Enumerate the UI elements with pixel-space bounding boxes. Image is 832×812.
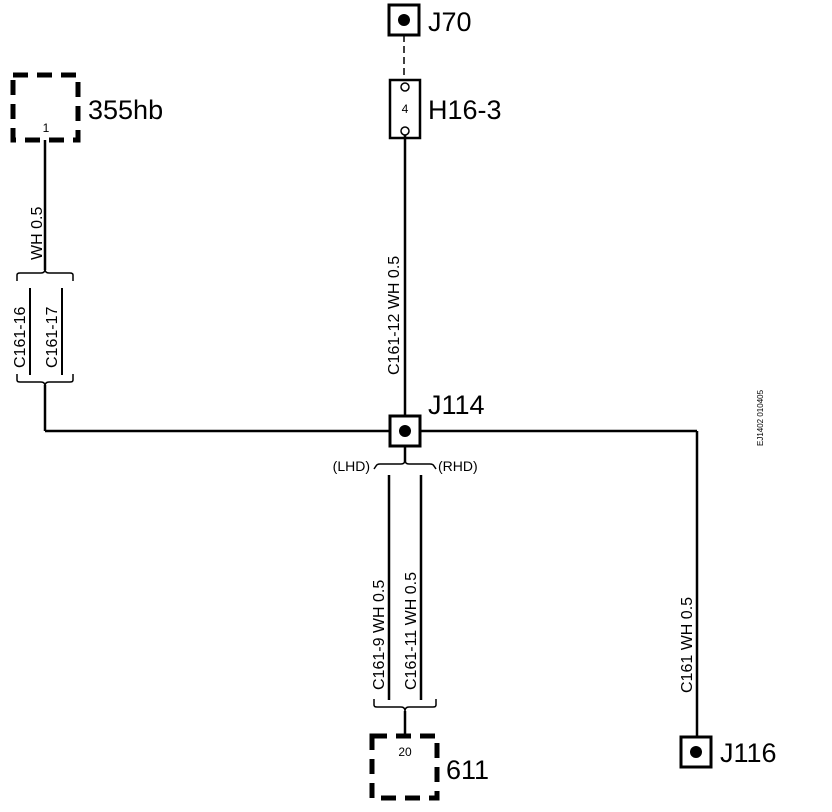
j114-label: J114 — [428, 390, 485, 420]
ref-code: EJ1402 010405 — [756, 389, 765, 446]
conn-c161-16: C161-16 — [12, 307, 29, 368]
c355hb-pin: 1 — [43, 121, 50, 135]
j70-splice[interactable] — [387, 3, 421, 37]
j70-label: J70 — [428, 7, 472, 37]
c355hb-label: 355hb — [88, 95, 163, 125]
conn-c161-17: C161-17 — [44, 307, 61, 368]
variant-lhd: (LHD) — [333, 458, 370, 474]
wire-355hb-spec: WH 0.5 — [29, 207, 46, 260]
merge-brace — [373, 699, 437, 712]
wire-center-label: C161-12 WH 0.5 — [386, 256, 403, 375]
c611-connector[interactable] — [369, 733, 440, 801]
variant-rhd: (RHD) — [438, 458, 478, 474]
top-brace — [16, 268, 74, 281]
split-brace — [373, 459, 437, 470]
h16-3-pin: 4 — [402, 102, 409, 116]
wire-lhd-label: C161-9 WH 0.5 — [371, 580, 388, 690]
j116-label: J116 — [720, 738, 777, 768]
c355hb-connector[interactable] — [10, 72, 81, 143]
c611-label: 611 — [446, 755, 489, 785]
h16-3-label: H16-3 — [428, 95, 502, 125]
j116-splice[interactable] — [679, 735, 713, 769]
bottom-brace — [16, 374, 74, 387]
c611-pin: 20 — [398, 745, 412, 759]
wire-j116-label: C161 WH 0.5 — [679, 597, 696, 693]
wire-rhd-label: C161-11 WH 0.5 — [403, 572, 420, 690]
j114-splice[interactable] — [388, 414, 422, 448]
